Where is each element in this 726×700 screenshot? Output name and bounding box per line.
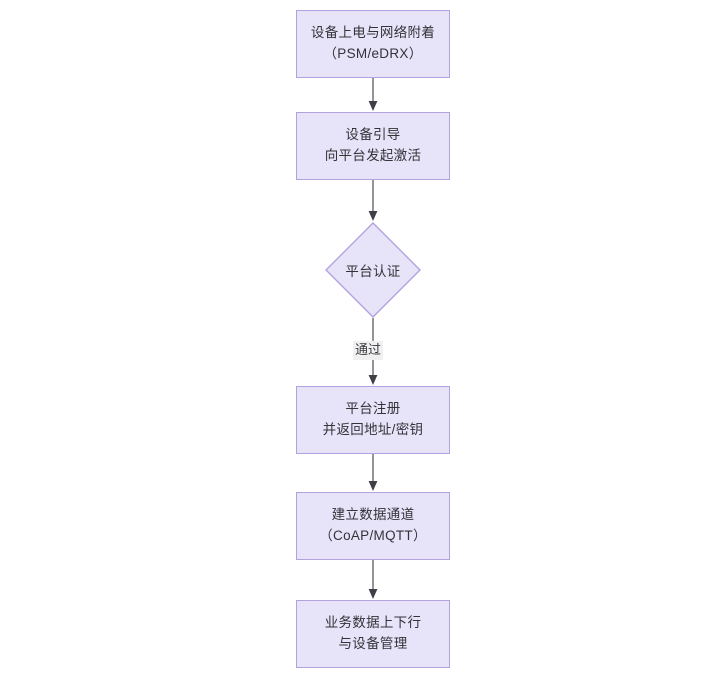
connector-n5-n6 xyxy=(365,560,381,600)
node-text-line: 平台认证 xyxy=(345,264,401,279)
node-text-line: 并返回地址/密钥 xyxy=(322,422,424,437)
node-text-line: 建立数据通道 xyxy=(331,507,415,523)
flow-node-device-bootstrap-activation[interactable]: 设备引导 向平台发起激活 xyxy=(296,112,450,180)
flow-node-platform-register-return-address-key[interactable]: 平台注册 并返回地址/密钥 xyxy=(296,386,450,454)
flow-node-power-on-network-attach[interactable]: 设备上电与网络附着 （PSM/eDRX） xyxy=(296,10,450,78)
node-text-line: 业务数据上下行 xyxy=(324,615,422,631)
node-text-line: （PSM/eDRX） xyxy=(323,46,423,61)
node-text-line: （CoAP/MQTT） xyxy=(319,528,427,543)
diamond-shape-icon xyxy=(325,222,421,318)
connector-n4-n5 xyxy=(365,454,381,492)
node-text-line: 与设备管理 xyxy=(338,636,408,651)
node-text-line: 设备上电与网络附着 xyxy=(310,25,436,41)
flow-node-platform-authentication-decision[interactable]: 平台认证 xyxy=(325,222,421,318)
connector-n2-n3 xyxy=(365,180,381,222)
connector-n1-n2 xyxy=(365,78,381,112)
node-text-line: 平台注册 xyxy=(345,401,401,417)
flow-node-business-data-and-device-management[interactable]: 业务数据上下行 与设备管理 xyxy=(296,600,450,668)
flow-node-establish-data-channel[interactable]: 建立数据通道 （CoAP/MQTT） xyxy=(296,492,450,560)
node-text-line: 设备引导 xyxy=(345,127,401,143)
edge-label-pass: 通过 xyxy=(353,341,384,360)
node-text-line: 向平台发起激活 xyxy=(324,148,422,163)
